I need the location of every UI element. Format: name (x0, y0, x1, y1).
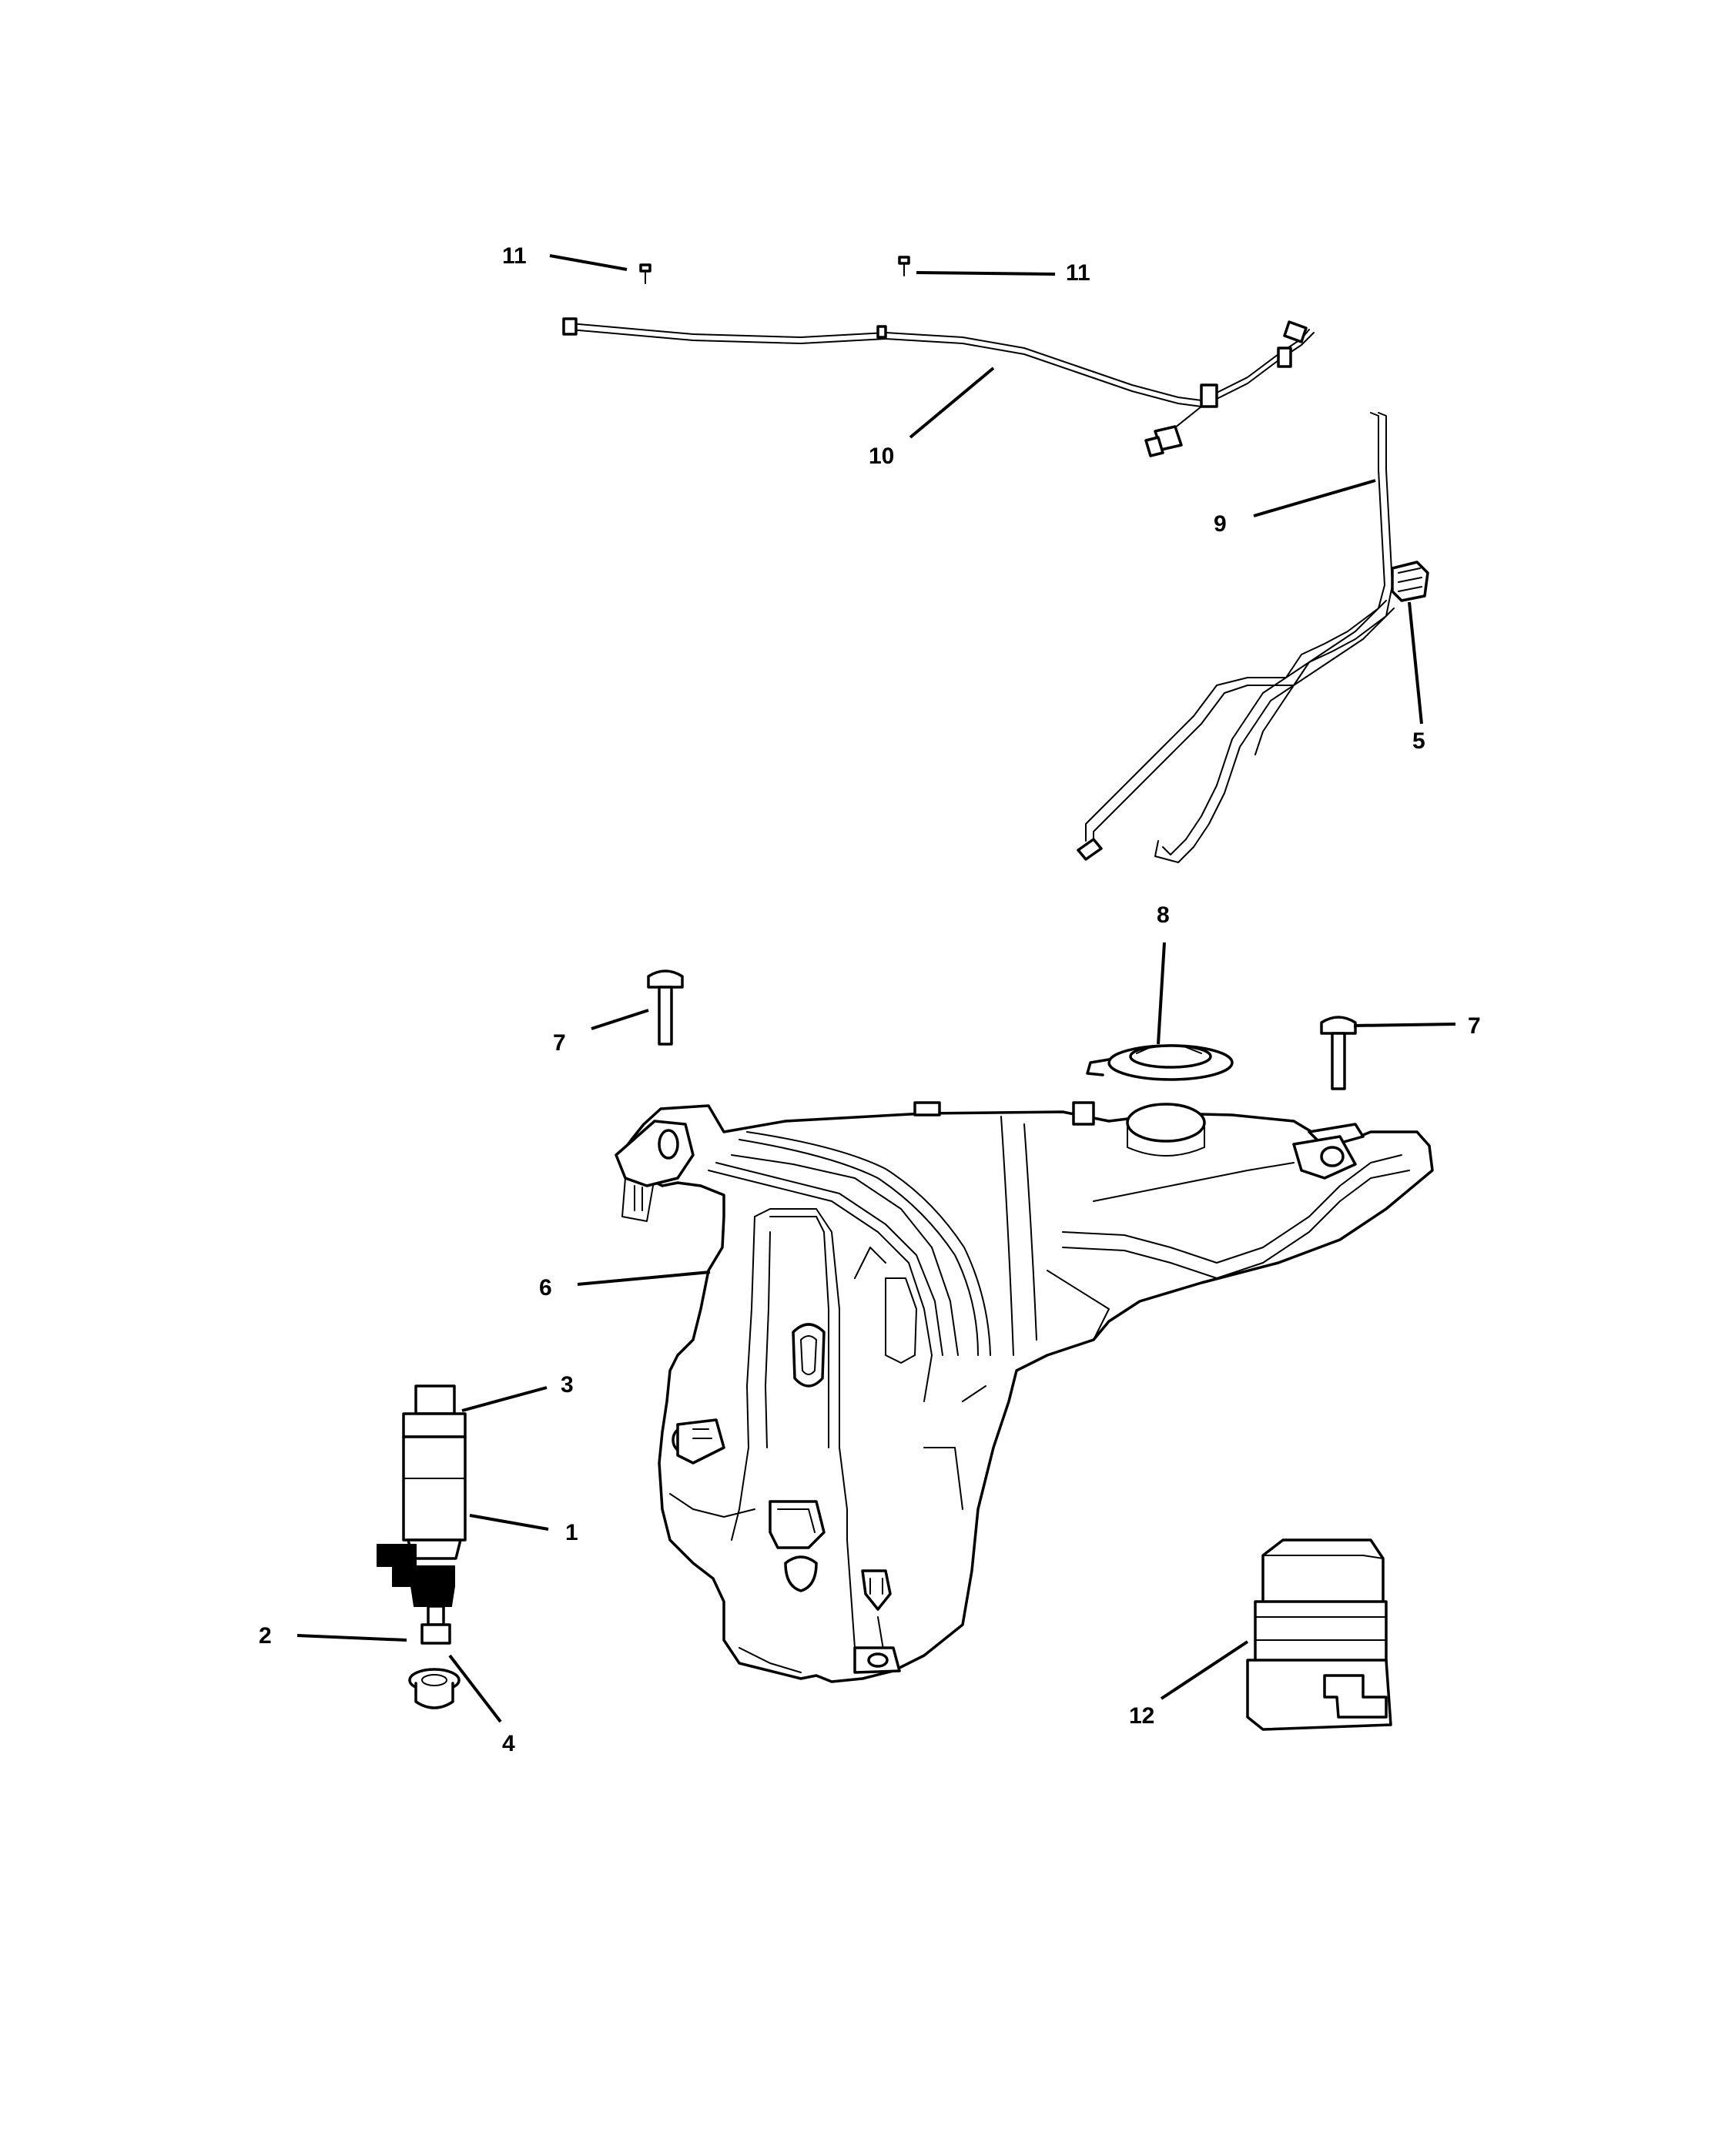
leader-11-left (549, 254, 628, 271)
callout-6: 6 (539, 1275, 552, 1301)
callout-11-right: 11 (1066, 260, 1090, 286)
leader-4 (448, 1654, 502, 1723)
bolt-7-left (647, 969, 684, 1046)
leader-6 (577, 1270, 711, 1286)
leader-5 (1408, 601, 1423, 725)
callout-12: 12 (1129, 1703, 1154, 1729)
screw-11-right (898, 256, 910, 276)
washer-hose-10 (562, 317, 1315, 457)
callout-11-left: 11 (502, 243, 527, 269)
callout-1: 1 (565, 1520, 578, 1545)
leader-3 (461, 1386, 548, 1412)
callout-2: 2 (259, 1623, 272, 1649)
reservoir-tank-6 (615, 1101, 1434, 1683)
callout-9: 9 (1214, 511, 1227, 537)
leader-12 (1160, 1640, 1249, 1700)
leader-10 (909, 367, 995, 439)
callout-4: 4 (502, 1731, 515, 1756)
callout-7-right: 7 (1468, 1013, 1481, 1039)
callout-8: 8 (1157, 902, 1170, 928)
leader-7-right (1353, 1023, 1456, 1027)
relay-12 (1246, 1538, 1392, 1731)
bolt-7-right (1320, 1016, 1357, 1090)
leader-8 (1157, 942, 1166, 1045)
leader-11-right (916, 271, 1056, 276)
leader-1 (469, 1514, 549, 1531)
callout-5: 5 (1412, 728, 1425, 754)
callout-7-left: 7 (553, 1030, 566, 1056)
clip-5 (1391, 561, 1429, 602)
washer-pump-1 (377, 1384, 467, 1645)
callout-10: 10 (869, 444, 894, 469)
callout-3: 3 (561, 1372, 574, 1398)
callout-labels: 11 11 10 9 5 8 7 7 6 3 1 2 4 12 (259, 243, 1481, 1756)
screw-11-left (639, 263, 651, 284)
leader-9 (1253, 479, 1376, 517)
seal-8 (1086, 1044, 1234, 1081)
grommet-2 (408, 1668, 461, 1709)
leader-lines (296, 254, 1456, 1723)
leader-7-left (591, 1009, 649, 1030)
leader-2 (296, 1634, 407, 1642)
hose-9 (1077, 412, 1395, 863)
